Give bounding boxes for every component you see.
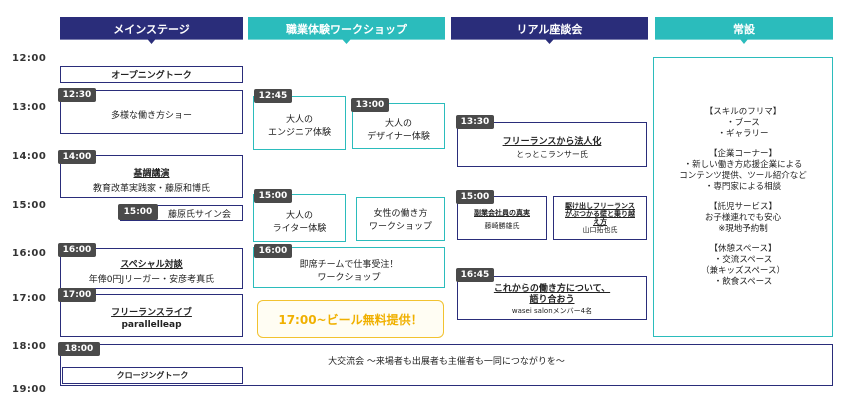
workshop-line-2: エンジニア体験 <box>267 128 331 138</box>
corporate-corner-item: コンテンツ提供、ツール紹介など <box>679 170 807 181</box>
workshop-line-2: ワークショップ <box>368 222 432 232</box>
session-title: 基調講演 <box>133 168 170 179</box>
closing-talk-session[interactable]: クロージングトーク <box>62 367 243 384</box>
time-label-1800: 18:00 <box>12 341 47 352</box>
workshop-line-1: 大人の <box>384 119 412 129</box>
time-label-1200: 12:00 <box>12 53 47 64</box>
time-label-1300: 13:00 <box>12 102 47 113</box>
workshop-line-2: ライター体験 <box>272 224 327 234</box>
opening-talk-session[interactable]: オープニングトーク <box>60 66 243 83</box>
session-speaker: 年俸0円Jリーガー・安彦考真氏 <box>88 274 215 285</box>
roundtable-future-work[interactable]: これからの働き方について、 語り合おう wasei salonメンバー4名 <box>457 276 647 320</box>
workshop-line-2: ワークショップ <box>317 272 381 283</box>
session-time-badge: 12:30 <box>58 88 96 102</box>
childcare-title: 【託児サービス】 <box>708 201 777 212</box>
session-time-badge: 16:00 <box>58 243 96 257</box>
roundtable-title-line-2: がぶつかる壁と乗り越 <box>565 210 635 218</box>
session-title: 藤原氏サイン会 <box>167 209 231 220</box>
time-label-1400: 14:00 <box>12 151 47 162</box>
workshop-line-2: デザイナー体験 <box>367 132 430 142</box>
roundtable-incorporation[interactable]: フリーランスから法人化 とっとこランサー氏 <box>457 122 647 167</box>
roundtable-beginner-freelance[interactable]: 駆け出しフリーランス がぶつかる壁と乗り越 え方 山口拓也氏 <box>553 196 647 240</box>
time-label-1700: 17:00 <box>12 293 47 304</box>
workshop-time-badge: 16:00 <box>254 244 292 258</box>
roundtable-title-line-3: え方 <box>593 218 607 226</box>
roundtable-time-badge: 13:30 <box>456 115 494 129</box>
rest-space-item: ・飲食スペース <box>713 276 773 287</box>
roundtable-time-badge: 16:45 <box>456 268 494 282</box>
roundtable-speaker: とっとこランサー氏 <box>516 149 588 159</box>
session-time-badge: 17:00 <box>58 288 96 302</box>
workshop-line-1: 女性の働き方 <box>373 209 428 219</box>
workshop-line-1: 大人の <box>285 211 313 221</box>
session-performer: parallelleap <box>121 320 182 330</box>
networking-party-title: 大交流会 ～来場者も出展者も主催者も一同につながりを～ <box>328 356 565 367</box>
workshop-time-badge: 13:00 <box>351 98 389 112</box>
corporate-corner-item: ・新しい働き方応援企業による <box>683 159 803 170</box>
session-time-badge: 14:00 <box>58 150 96 164</box>
skill-market-item: ・ブース <box>726 117 760 128</box>
roundtable-title: フリーランスから法人化 <box>502 136 602 147</box>
roundtable-speaker: 山口拓也氏 <box>582 226 618 234</box>
workshop-engineer[interactable]: 大人の エンジニア体験 <box>253 96 346 150</box>
session-time-badge: 15:00 <box>118 204 158 220</box>
header-main-stage: メインステージ <box>60 17 243 44</box>
permanent-panel: 【スキルのフリマ】 ・ブース ・ギャラリー 【企業コーナー】 ・新しい働き方応援… <box>653 57 833 337</box>
opening-talk-title: オープニングトーク <box>111 71 192 81</box>
beer-callout: 17:00~ビール無料提供！ <box>257 300 444 338</box>
time-label-1600: 16:00 <box>12 248 47 259</box>
header-permanent: 常設 <box>655 17 833 44</box>
roundtable-speaker: 藤崎勝雄氏 <box>484 221 520 230</box>
childcare-item: お子様連れでも安心 <box>704 212 782 223</box>
evening-time-badge: 18:00 <box>58 342 100 356</box>
roundtable-title-line-1: 駆け出しフリーランス <box>565 202 635 210</box>
roundtable-speaker: wasei salonメンバー4名 <box>511 306 593 315</box>
session-title: 多様な働き方ショー <box>110 110 192 121</box>
workshop-time-badge: 12:45 <box>254 89 292 103</box>
workshop-line-1: 即席チームで仕事受注！ <box>299 259 399 270</box>
roundtable-title-line-1: これからの働き方について、 <box>493 283 611 294</box>
header-workshop: 職業体験ワークショップ <box>248 17 445 44</box>
roundtable-title-line-2: 語り合おう <box>529 294 575 305</box>
corporate-corner-title: 【企業コーナー】 <box>708 148 777 159</box>
time-label-1500: 15:00 <box>12 200 47 211</box>
session-title: スペシャル対談 <box>120 259 183 270</box>
session-speaker: 教育改革実践家・藤原和博氏 <box>92 183 210 194</box>
roundtable-title: 副業会社員の真実 <box>474 208 530 217</box>
workshop-time-badge: 15:00 <box>254 189 292 203</box>
workshop-womens-work-style[interactable]: 女性の働き方 ワークショップ <box>356 197 445 241</box>
skill-market-title: 【スキルのフリマ】 <box>704 106 782 117</box>
rest-space-item: ・交流スペース <box>713 254 773 265</box>
skill-market-item: ・ギャラリー <box>717 128 769 139</box>
header-roundtable: リアル座談会 <box>451 17 648 44</box>
rest-space-title: 【休憩スペース】 <box>709 243 777 254</box>
closing-talk-title: クロージングトーク <box>116 371 189 380</box>
session-title: フリーランスライブ <box>111 308 192 318</box>
corporate-corner-item: ・専門家による相談 <box>704 181 782 192</box>
networking-party[interactable]: 大交流会 ～来場者も出展者も主催者も一同につながりを～ <box>60 344 833 386</box>
workshop-line-1: 大人の <box>285 115 313 125</box>
rest-space-item: （兼キッズスペース） <box>701 265 785 276</box>
childcare-item: ※現地予約制 <box>718 223 768 234</box>
roundtable-time-badge: 15:00 <box>456 190 494 204</box>
time-label-1900: 19:00 <box>12 384 47 395</box>
